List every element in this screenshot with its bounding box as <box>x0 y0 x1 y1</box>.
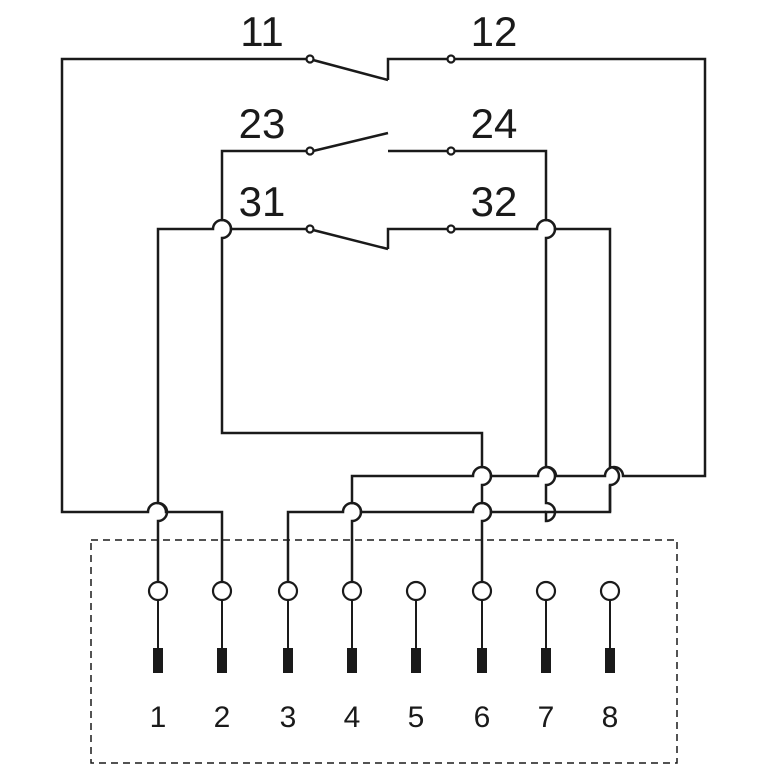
pin-6 <box>477 648 487 673</box>
pin-number-7: 7 <box>538 701 555 734</box>
connector-pins <box>147 580 621 673</box>
wire-24-pin3-bus <box>286 501 546 582</box>
pin-2-terminal <box>211 580 233 602</box>
pin-1-terminal <box>147 580 169 602</box>
pin-4 <box>347 648 357 673</box>
pin-number-5: 5 <box>408 701 425 734</box>
pin-3 <box>283 648 293 673</box>
pin-5 <box>411 648 421 673</box>
connector-outline <box>90 539 678 764</box>
contact-label-31: 31 <box>239 178 286 225</box>
pin-3-terminal <box>277 580 299 602</box>
contact-label-24: 24 <box>471 100 518 147</box>
pin-number-6: 6 <box>474 701 491 734</box>
switch-23-24 <box>305 131 456 156</box>
pin-5-terminal <box>405 580 427 602</box>
pin-4-terminal <box>341 580 363 602</box>
wire-12-pin7 <box>350 57 707 582</box>
pin-number-2: 2 <box>214 701 231 734</box>
pin-7-terminal <box>535 580 557 602</box>
wire-32-pin4-return <box>555 485 612 514</box>
pin-6-terminal <box>471 580 493 602</box>
contact-label-32: 32 <box>471 178 518 225</box>
switch-31-32 <box>305 224 456 251</box>
pin-number-4: 4 <box>344 701 361 734</box>
contact-label-23: 23 <box>239 100 286 147</box>
pin-number-1: 1 <box>150 701 167 734</box>
pin-number-8: 8 <box>602 701 619 734</box>
pin-8 <box>605 648 615 673</box>
pin-2 <box>217 648 227 673</box>
pin-7 <box>541 648 551 673</box>
pin-8-terminal <box>599 580 621 602</box>
contact-label-12: 12 <box>471 8 518 55</box>
pin-number-3: 3 <box>280 701 297 734</box>
pin-1 <box>153 648 163 673</box>
wire-31-pin1 <box>156 218 307 582</box>
contact-label-11: 11 <box>240 8 284 55</box>
switch-11-12 <box>305 54 456 82</box>
wire-32-pin4 <box>454 218 621 512</box>
